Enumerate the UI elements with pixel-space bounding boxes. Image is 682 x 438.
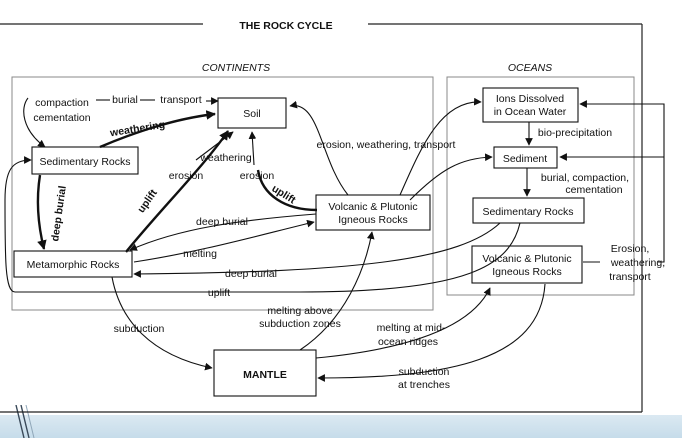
continents-region — [11, 76, 434, 311]
ions-line2: in Ocean Water — [494, 106, 567, 118]
sedimentary-rocks-ocean-box: Sedimentary Rocks — [472, 197, 585, 224]
arrow-melting-mid-ocean — [315, 287, 491, 359]
label-subduction-trenches-1: subduction — [399, 366, 450, 378]
label-burial: burial — [112, 94, 138, 106]
arrow-melting-above-subduction — [299, 231, 375, 351]
label-transport-right-side: transport — [609, 271, 651, 283]
arrow-uplift-meta-to-soil — [125, 130, 229, 253]
arrow-compaction-to-sedimentary — [23, 97, 46, 148]
label-uplift-left: uplift — [135, 187, 160, 215]
arrow-weathering-erosion-left — [195, 131, 234, 161]
volcanic-ocean-line1: Volcanic & Plutonic — [482, 253, 571, 265]
ions-dissolved-box: Ions Dissolved in Ocean Water — [482, 87, 579, 123]
label-weathering-bold: weathering — [108, 119, 166, 140]
continents-heading: CONTINENTS — [202, 62, 270, 74]
outer-frame — [0, 23, 643, 413]
sedimentary-rocks-continent-label: Sedimentary Rocks — [39, 156, 130, 168]
label-weathering-right-side: weathering, — [610, 257, 665, 269]
label-deep-burial-vertical: deep burial — [49, 185, 69, 242]
label-melting-above-2: subduction zones — [259, 318, 341, 330]
oceans-region — [446, 76, 635, 296]
label-melting: melting — [183, 248, 217, 260]
sedimentary-rocks-ocean-label: Sedimentary Rocks — [482, 206, 573, 218]
arrow-deep-burial-mid — [129, 213, 317, 251]
label-melting-mid-2: ocean ridges — [378, 336, 438, 348]
label-weathering-mid: weathering — [199, 152, 252, 164]
volcanic-continent-line1: Volcanic & Plutonic — [328, 201, 417, 213]
mantle-label: MANTLE — [243, 369, 287, 381]
soil-box: Soil — [217, 97, 287, 129]
arrow-subduction — [111, 276, 213, 371]
arrow-volcanic-to-soil — [289, 100, 349, 196]
arrow-subduction-trenches — [317, 283, 546, 382]
label-melting-above-1: melting above — [267, 305, 333, 317]
sedimentary-rocks-continent-box: Sedimentary Rocks — [31, 146, 139, 175]
rock-cycle-diagram: THE ROCK CYCLE CONTINENTS OCEANS Soil Se… — [0, 20, 665, 413]
ions-line1: Ions Dissolved — [496, 93, 564, 105]
label-subduction-trenches-2: at trenches — [398, 379, 450, 391]
arrows — [4, 97, 665, 382]
label-compaction: compaction — [35, 97, 89, 109]
arrow-uplift-right — [256, 169, 318, 212]
label-bio-precipitation: bio-precipitation — [538, 127, 612, 139]
label-deep-burial-low: deep burial — [225, 268, 277, 280]
label-subduction: subduction — [114, 323, 165, 335]
arrow-erosion-right — [248, 131, 257, 166]
volcanic-ocean-line2: Igneous Rocks — [492, 266, 561, 278]
sediment-label: Sediment — [503, 153, 547, 165]
label-burial-compaction: burial, compaction, — [541, 172, 629, 184]
volcanic-igneous-continent-box: Volcanic & Plutonic Igneous Rocks — [315, 194, 431, 231]
label-uplift-low: uplift — [208, 287, 230, 299]
decorative-stripes — [15, 405, 35, 438]
mantle-box: MANTLE — [213, 349, 317, 397]
volcanic-continent-line2: Igneous Rocks — [338, 214, 407, 226]
label-erosion-right-side: Erosion, — [611, 243, 650, 255]
arrow-uplift-low — [4, 156, 521, 293]
arrow-deep-burial-vertical — [36, 174, 47, 250]
arrow-melting — [133, 219, 315, 263]
label-melting-mid-1: melting at mid- — [377, 322, 446, 334]
oceans-heading: OCEANS — [508, 62, 552, 74]
metamorphic-rocks-box: Metamorphic Rocks — [13, 250, 133, 278]
label-erosion-weathering-transport: erosion, weathering, transport — [317, 139, 456, 151]
metamorphic-rocks-label: Metamorphic Rocks — [27, 259, 120, 271]
slide-footer-band — [0, 415, 682, 438]
diagram-title: THE ROCK CYCLE — [239, 20, 332, 32]
soil-label: Soil — [243, 108, 261, 120]
label-cementation-ocean: cementation — [565, 184, 622, 196]
label-cementation: cementation — [33, 112, 90, 124]
arrow-volcanic-to-sediment — [409, 153, 493, 201]
label-erosion-right: erosion — [240, 170, 275, 182]
sediment-box: Sediment — [493, 146, 558, 169]
arrow-volcanic-to-ions — [399, 97, 482, 196]
arrow-weathering-sed-to-soil — [99, 110, 216, 149]
volcanic-igneous-ocean-box: Volcanic & Plutonic Igneous Rocks — [471, 245, 583, 284]
label-deep-burial-mid: deep burial — [196, 216, 248, 228]
arrow-deep-burial-low — [133, 222, 501, 278]
label-erosion-left: erosion — [169, 170, 204, 182]
arrow-right-loop-to-ions — [579, 100, 665, 263]
label-transport: transport — [160, 94, 202, 106]
